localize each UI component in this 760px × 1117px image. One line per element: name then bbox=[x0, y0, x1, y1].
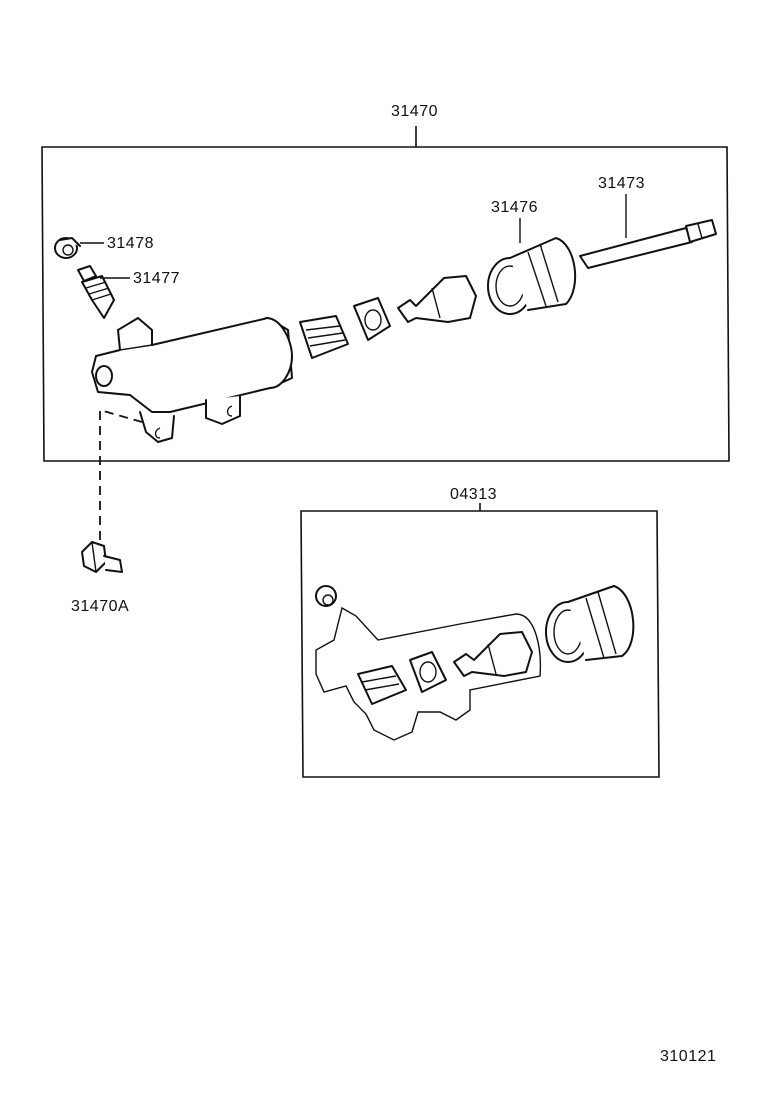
label-repair-kit: 04313 bbox=[450, 486, 497, 503]
kit-cup-seal-part bbox=[409, 651, 447, 693]
bolt-part bbox=[81, 541, 123, 573]
spring-part bbox=[299, 315, 349, 359]
assembly-frame bbox=[41, 146, 730, 462]
label-assembly: 31470 bbox=[391, 103, 438, 120]
piston-part bbox=[397, 275, 477, 323]
pushrod-part bbox=[579, 219, 717, 269]
kit-bleeder-cap-part bbox=[315, 585, 337, 607]
kit-frame bbox=[300, 510, 660, 778]
label-bleeder-plug: 31477 bbox=[133, 270, 180, 287]
bleeder-plug-part bbox=[77, 265, 115, 319]
cup-seal-part bbox=[353, 297, 391, 341]
kit-body-outline bbox=[315, 606, 542, 741]
figure-id: 310121 bbox=[660, 1048, 717, 1065]
cylinder-body-part bbox=[91, 317, 293, 443]
bleeder-cap-part bbox=[54, 237, 81, 259]
label-pushrod: 31473 bbox=[598, 175, 645, 192]
label-bolt: 31470A bbox=[71, 598, 130, 615]
boot-part bbox=[487, 237, 577, 315]
label-boot: 31476 bbox=[491, 199, 538, 216]
kit-piston-part bbox=[453, 631, 533, 677]
label-bleeder-cap: 31478 bbox=[107, 235, 154, 252]
bolt-dashed-leader bbox=[99, 408, 143, 540]
kit-boot-part bbox=[545, 585, 635, 663]
kit-spring-part bbox=[357, 665, 407, 705]
